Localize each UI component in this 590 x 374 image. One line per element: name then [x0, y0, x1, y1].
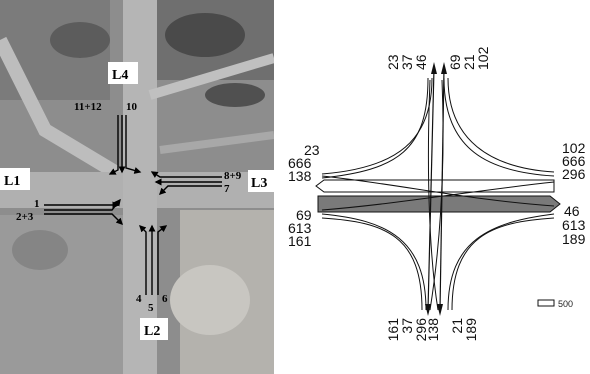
east-label-0: 102 — [562, 140, 586, 156]
west-label-4: 613 — [288, 220, 312, 236]
movement-label-11-12: 11+12 — [74, 101, 102, 113]
east-label-4: 613 — [562, 217, 586, 233]
movement-label-1: 1 — [34, 198, 40, 210]
north-label-4: 21 — [461, 54, 477, 70]
south-label-2: 296 — [413, 318, 429, 342]
east-label-3: 46 — [564, 203, 580, 219]
movement-label-8-9: 8+9 — [224, 170, 242, 182]
south-label-1: 37 — [399, 318, 415, 334]
leg-label-l1: L1 — [4, 174, 20, 189]
north-label-5: 102 — [475, 46, 491, 70]
movement-label-10: 10 — [126, 101, 138, 113]
movement-arrows-l1 — [44, 198, 123, 225]
leg-label-l2: L2 — [144, 324, 160, 339]
scale-bar: 500 — [537, 299, 573, 309]
aerial-intersection-photo: L4 L1 L3 L2 11+12 10 1 2+3 8+9 7 4 5 6 — [0, 0, 274, 374]
east-label-2: 296 — [562, 166, 586, 182]
south-label-0: 161 — [385, 318, 401, 342]
traffic-flow-diagram: 46 37 23 69 21 102 23 666 138 69 613 161… — [288, 46, 586, 342]
north-label-1: 37 — [399, 54, 415, 70]
labels-east: 102 666 296 46 613 189 — [562, 140, 586, 247]
east-label-5: 189 — [562, 231, 586, 247]
movement-label-4: 4 — [136, 293, 142, 305]
flow-arrowheads — [425, 62, 447, 316]
scale-box — [537, 299, 555, 307]
labels-south: 161 37 296 138 21 189 — [385, 318, 479, 342]
leg-label-l4: L4 — [112, 68, 128, 83]
movement-arrows-l2 — [139, 224, 168, 295]
north-label-2: 23 — [385, 54, 401, 70]
movement-arrows-l3 — [150, 171, 222, 195]
movement-label-7: 7 — [224, 183, 230, 195]
movement-label-6: 6 — [162, 293, 168, 305]
west-label-3: 69 — [296, 207, 312, 223]
west-label-1: 666 — [288, 155, 312, 171]
south-label-5: 189 — [463, 318, 479, 342]
movement-arrows-l4 — [108, 115, 142, 175]
south-label-4: 21 — [449, 318, 465, 334]
north-label-3: 69 — [447, 54, 463, 70]
scale-value: 500 — [558, 299, 573, 309]
west-label-5: 161 — [288, 233, 312, 249]
movement-label-2-3: 2+3 — [16, 211, 34, 223]
west-label-2: 138 — [288, 168, 312, 184]
labels-north: 46 37 23 69 21 102 — [385, 46, 491, 70]
flow-bands — [315, 67, 561, 311]
flow-band-west-east — [317, 195, 561, 213]
movement-label-5: 5 — [148, 302, 154, 314]
west-label-0: 23 — [304, 142, 320, 158]
labels-west: 23 666 138 69 613 161 — [288, 142, 320, 249]
north-label-0: 46 — [413, 54, 429, 70]
photo-roads — [0, 0, 274, 374]
leg-label-l3: L3 — [251, 176, 267, 191]
east-label-1: 666 — [562, 153, 586, 169]
south-label-3: 138 — [425, 318, 441, 342]
flow-line-north-south — [427, 67, 435, 311]
turning-curves — [321, 77, 555, 311]
